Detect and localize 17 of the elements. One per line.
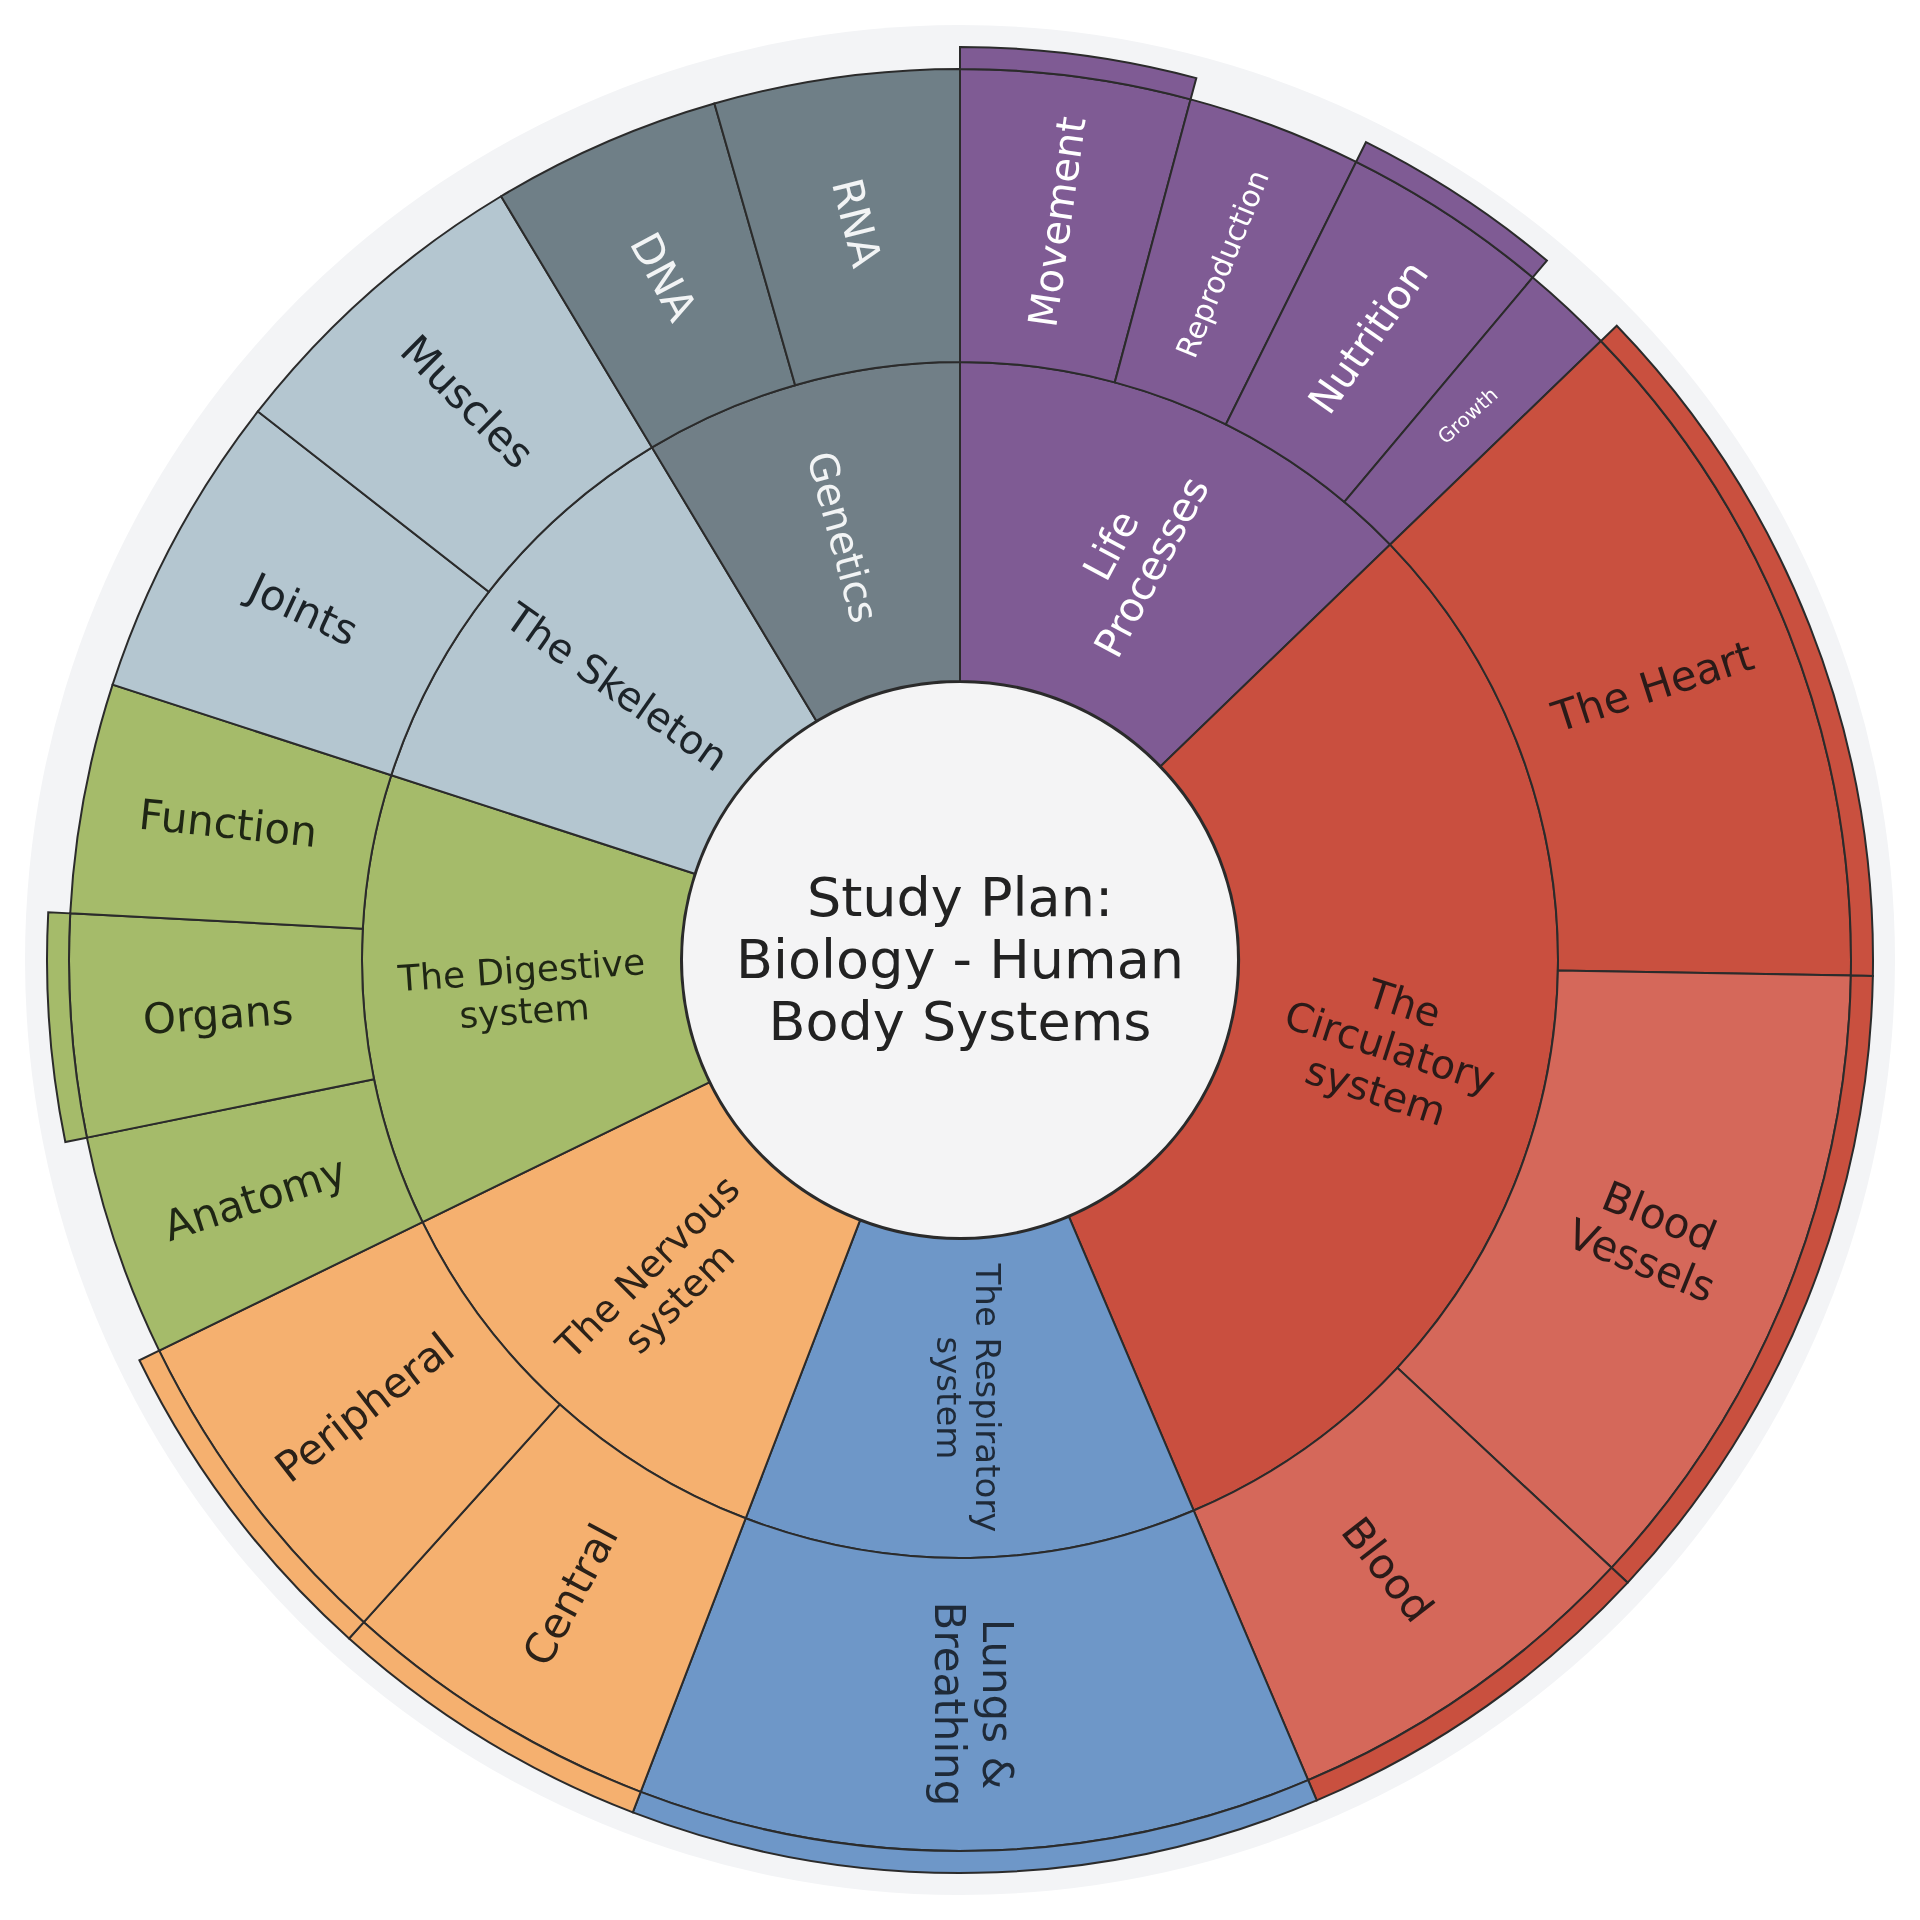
segment-label: Organs [139, 983, 296, 1047]
segment-label: RNA [821, 172, 893, 274]
sunburst-segment [744, 1215, 1195, 1559]
segment-label: DNA [619, 223, 709, 332]
segment-label: The Respiratory system [928, 1262, 1007, 1535]
sunburst-segment [69, 683, 393, 930]
segment-label: The Heart [1544, 630, 1761, 744]
title: Study Plan: Biology - Human Body Systems [735, 866, 1185, 1054]
segment-label: Genetics [796, 445, 889, 630]
sunburst-segment [713, 68, 961, 387]
outer-band [959, 46, 1198, 101]
segment-label: The Digestive system [395, 939, 647, 1038]
segment-label: Movement [1018, 112, 1096, 332]
sunburst-segment [1192, 1366, 1613, 1782]
segment-label: Function [135, 788, 321, 860]
outer-band [46, 911, 88, 1144]
segment-label: Lungs & Breathing [924, 1601, 1022, 1809]
